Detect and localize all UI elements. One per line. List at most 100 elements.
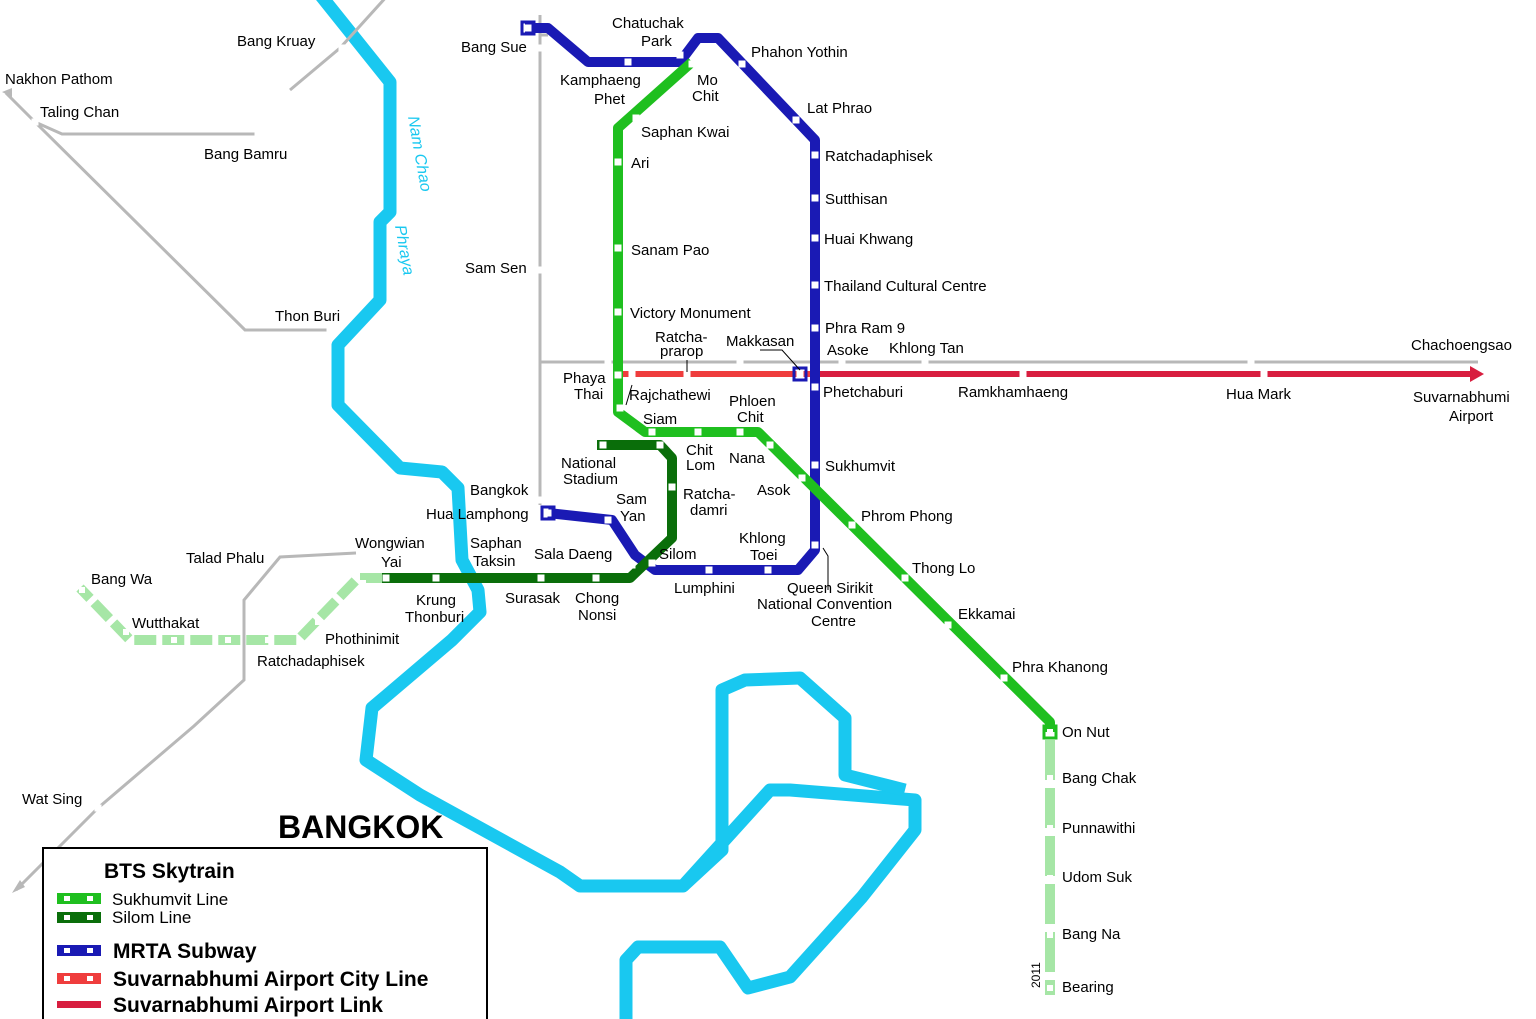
label-chit-lom-2: Lom: [686, 457, 715, 474]
station-marker: [1047, 985, 1053, 991]
chao-phraya-river: [316, 0, 922, 1019]
label-chachoengsao: Chachoengsao: [1411, 337, 1512, 354]
interchange-marker: [1042, 724, 1058, 740]
label-nakhon-pathom: Nakhon Pathom: [5, 71, 113, 88]
legend-box: [42, 847, 488, 1019]
legend-sukhumvit-swatch: [57, 893, 101, 904]
station-marker: [676, 51, 684, 59]
station-marker: [338, 44, 346, 52]
station-marker: [31, 118, 39, 126]
label-phloen-chit-1: Phloen: [729, 393, 776, 410]
label-phaya-thai-2: Thai: [574, 386, 603, 403]
station-marker: [360, 580, 366, 586]
label-wat-sing: Wat Sing: [22, 791, 82, 808]
label-kamphaeng-phet-2: Phet: [594, 91, 626, 108]
station-marker: [432, 574, 440, 582]
station-marker: [656, 441, 664, 449]
label-phra-khanong: Phra Khanong: [1012, 659, 1108, 676]
extension-lines: [76, 573, 1055, 995]
station-marker: [1047, 875, 1053, 881]
label-krung-thonburi-1: Krung: [416, 592, 456, 609]
label-sam-yan-1: Sam: [616, 491, 647, 508]
station-marker: [632, 114, 640, 122]
station-marker: [764, 566, 772, 574]
station-marker: [683, 370, 691, 378]
station-marker: [705, 566, 713, 574]
label-talad-phlu: Talad Phalu: [186, 550, 264, 567]
label-ratchadamri-1: Ratcha-: [683, 486, 736, 503]
station-marker: [276, 564, 284, 572]
state-railway-lines: [4, 0, 1478, 892]
legend-subway-swatch: [57, 945, 101, 956]
label-phaya-thai-1: Phaya: [563, 370, 606, 387]
label-rajchathewi: Rajchathewi: [629, 387, 711, 404]
label-bang-bamru: Bang Bamru: [204, 146, 287, 163]
station-marker: [688, 60, 696, 68]
station-marker: [811, 151, 819, 159]
label-bang-wa: Bang Wa: [91, 571, 153, 588]
label-national-stadium-2: Stadium: [563, 471, 618, 488]
label-lat-phrao: Lat Phrao: [807, 100, 872, 117]
legend: BTS Skytrain Sukhumvit Line Silom Line M…: [42, 847, 488, 1019]
label-kamphaeng-phet-1: Kamphaeng: [560, 72, 641, 89]
label-phahon-yothin: Phahon Yothin: [751, 44, 848, 61]
label-lumphini: Lumphini: [674, 580, 735, 597]
label-sanam-pao: Sanam Pao: [631, 242, 709, 259]
station-marker: [811, 383, 819, 391]
station-marker: [94, 804, 102, 812]
label-saphan-kwai: Saphan Kwai: [641, 124, 729, 141]
station-marker: [648, 428, 656, 436]
label-khlong-toei-2: Toei: [750, 547, 778, 564]
label-khlong-tan: Khlong Tan: [889, 340, 964, 357]
label-phloen-chit-2: Chit: [737, 409, 765, 426]
label-huai-khwang: Huai Khwang: [824, 231, 913, 248]
station-marker: [792, 116, 800, 124]
station-marker: [326, 326, 334, 334]
label-taling-chan: Taling Chan: [40, 104, 119, 121]
station-marker: [1000, 674, 1008, 682]
station-marker: [614, 158, 622, 166]
station-marker: [544, 509, 552, 517]
station-marker: [1260, 370, 1268, 378]
label-udom-suk: Udom Suk: [1062, 869, 1133, 886]
label-bang-sue: Bang Sue: [461, 39, 527, 56]
legend-city-line-label: Suvarnabhumi Airport City Line: [113, 968, 428, 991]
legend-silom-label: Silom Line: [112, 908, 191, 927]
label-chatuchak-1: Chatuchak: [612, 15, 684, 32]
label-chong-nonsi-2: Nonsi: [578, 607, 616, 624]
station-marker: [736, 358, 744, 366]
label-wongwian-yai-1: Wongwian: [355, 535, 425, 552]
label-phrom-phong: Phrom Phong: [861, 508, 953, 525]
station-marker: [592, 574, 600, 582]
label-sam-sen: Sam Sen: [465, 260, 527, 277]
station-marker: [382, 574, 390, 582]
legend-city-line-swatch: [57, 973, 101, 984]
station-marker: [628, 370, 636, 378]
label-sukhumvit: Sukhumvit: [825, 458, 896, 475]
station-labels: Bang Kruay Nakhon Pathom Taling Chan Ban…: [5, 15, 1512, 996]
station-marker: [798, 474, 806, 482]
station-marker: [614, 308, 622, 316]
label-surasak: Surasak: [505, 590, 561, 607]
silom-line: [382, 440, 677, 583]
station-marker: [811, 281, 819, 289]
label-hua-mark: Hua Mark: [1226, 386, 1292, 403]
label-chong-nonsi-1: Chong: [575, 590, 619, 607]
label-mo-chit-1: Mo: [697, 72, 718, 89]
station-marker: [254, 130, 262, 138]
label-sutthisan: Sutthisan: [825, 191, 888, 208]
label-ratchadaphisek-n: Ratchadaphisek: [825, 148, 933, 165]
label-qsncc-3: Centre: [811, 613, 856, 630]
label-suvarnabhumi-1: Suvarnabhumi: [1413, 389, 1510, 406]
station-marker: [265, 637, 271, 643]
station-marker: [315, 619, 321, 625]
label-makkasan: Makkasan: [726, 333, 794, 350]
station-marker: [838, 358, 846, 366]
river-label-phraya: Phraya: [391, 224, 417, 277]
sukhumvit-line: [613, 58, 1055, 732]
station-marker: [599, 441, 607, 449]
station-marker: [1047, 932, 1053, 938]
station-marker: [811, 234, 819, 242]
rail-arrow-west-icon: [2, 88, 12, 97]
